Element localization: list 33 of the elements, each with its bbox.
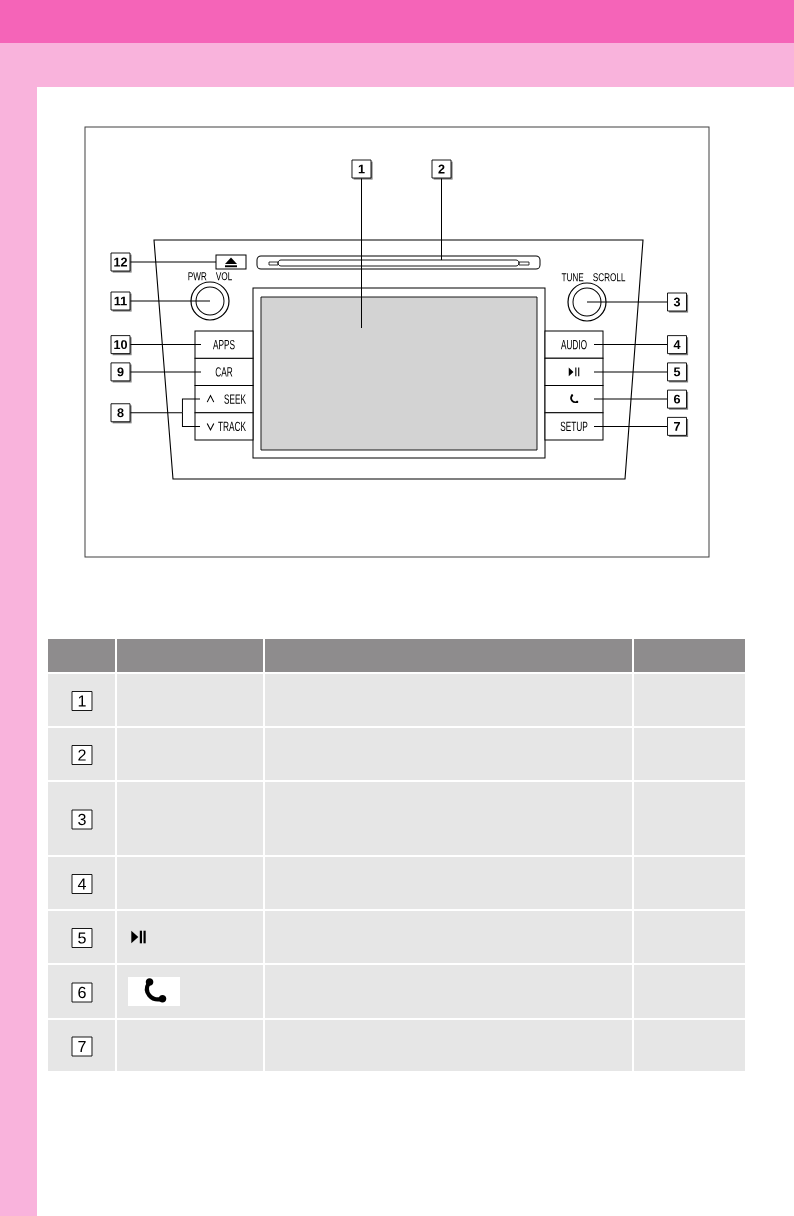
- panel-button: SEEK: [194, 385, 254, 414]
- panel-button: AUDIO: [544, 330, 604, 359]
- callout-number: 10: [110, 335, 132, 356]
- knob-label: PWR VOL: [188, 272, 232, 281]
- callout-number: 8: [110, 403, 132, 424]
- callout-number: 4: [71, 874, 93, 894]
- panel-button: APPS: [194, 330, 254, 359]
- callout-number: 5: [71, 928, 93, 948]
- callout-number: 7: [667, 416, 689, 437]
- callout-number: 2: [431, 159, 453, 180]
- panel-button: CAR: [194, 357, 254, 386]
- knob: [567, 282, 607, 322]
- play-pause-button: [544, 357, 604, 386]
- disc-slot: [256, 255, 541, 270]
- callout-number: 12: [110, 252, 132, 273]
- phone-button: [544, 385, 604, 414]
- callout-number: 6: [667, 389, 689, 410]
- callout-number: 1: [71, 691, 93, 711]
- callout-number: 11: [110, 291, 132, 312]
- callout-number: 4: [667, 335, 689, 356]
- callout-number: 3: [71, 809, 93, 830]
- callout-number: 1: [351, 159, 373, 180]
- callout-number: 3: [667, 292, 689, 313]
- callout-number: 9: [110, 362, 132, 383]
- knob: [190, 281, 230, 321]
- callout-number: 6: [71, 982, 93, 1003]
- callout-number: 2: [71, 745, 93, 765]
- callout-number: 7: [71, 1036, 93, 1057]
- display-screen: [252, 287, 546, 459]
- knob-label: TUNE SCROLL: [561, 273, 626, 282]
- callout-number: 5: [667, 362, 689, 383]
- panel-button: SETUP: [544, 412, 604, 441]
- panel-button: TRACK: [194, 412, 254, 441]
